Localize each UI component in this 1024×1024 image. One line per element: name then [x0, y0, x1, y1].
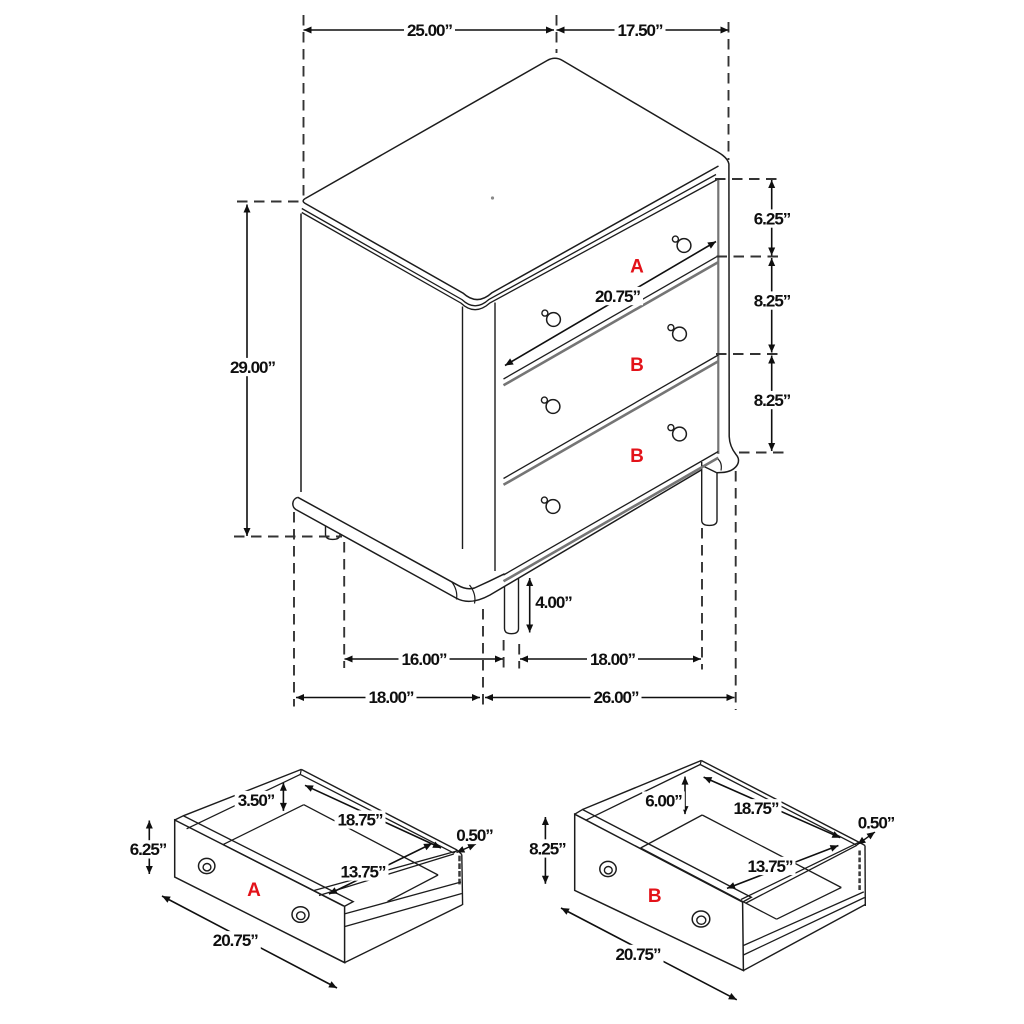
svg-text:B: B [630, 446, 644, 467]
svg-text:6.25”: 6.25” [130, 840, 167, 859]
svg-text:25.00”: 25.00” [407, 21, 453, 40]
svg-text:3.50”: 3.50” [238, 791, 275, 810]
svg-text:6.00”: 6.00” [645, 792, 682, 811]
svg-text:0.50”: 0.50” [858, 814, 895, 833]
svg-text:8.25”: 8.25” [754, 291, 791, 310]
svg-text:13.75”: 13.75” [747, 857, 793, 876]
svg-text:18.00”: 18.00” [368, 688, 414, 707]
svg-text:20.75”: 20.75” [595, 287, 641, 306]
svg-text:18.75”: 18.75” [337, 811, 383, 830]
svg-text:18.75”: 18.75” [733, 799, 779, 818]
svg-text:18.00”: 18.00” [590, 650, 636, 669]
svg-text:6.25”: 6.25” [754, 209, 791, 228]
svg-text:17.50”: 17.50” [617, 21, 663, 40]
svg-text:13.75”: 13.75” [340, 863, 386, 882]
svg-text:B: B [648, 886, 662, 907]
svg-text:20.75”: 20.75” [213, 931, 259, 950]
svg-text:8.25”: 8.25” [754, 391, 791, 410]
svg-text:A: A [630, 257, 644, 278]
svg-text:29.00”: 29.00” [230, 358, 276, 377]
svg-text:8.25”: 8.25” [529, 839, 566, 858]
svg-text:26.00”: 26.00” [593, 688, 639, 707]
svg-text:16.00”: 16.00” [401, 650, 447, 669]
svg-text:0.50”: 0.50” [456, 826, 493, 845]
svg-text:4.00”: 4.00” [535, 593, 572, 612]
svg-text:A: A [247, 880, 261, 901]
svg-text:20.75”: 20.75” [615, 945, 661, 964]
svg-text:B: B [630, 355, 644, 376]
